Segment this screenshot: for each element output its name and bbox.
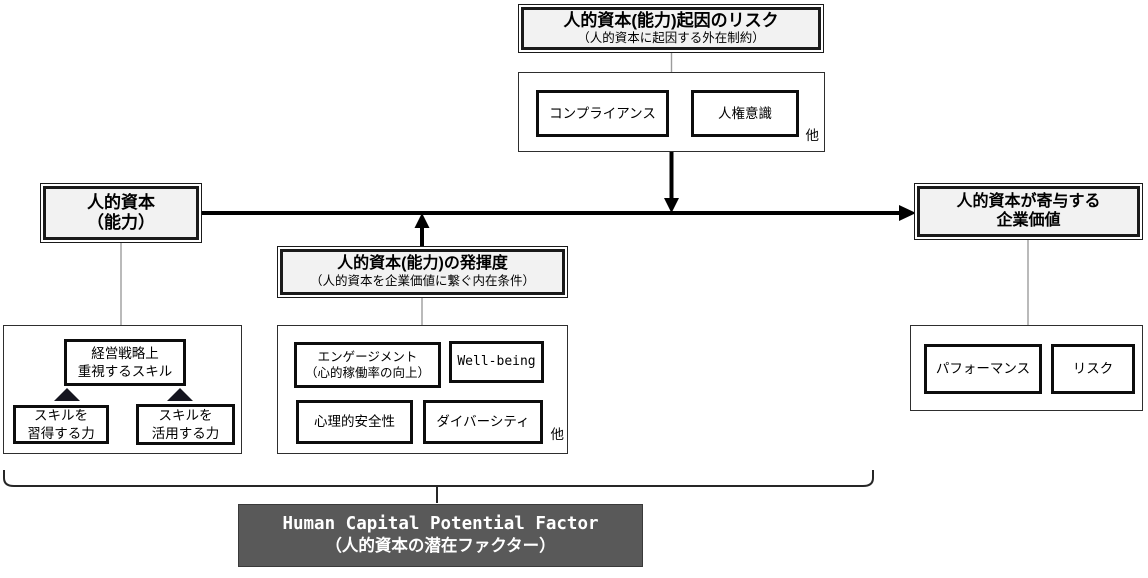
- risk-subtitle: （人的資本に起因する外在制約）: [577, 31, 765, 46]
- skills-container: 経営戦略上 重視するスキル スキルを 習得する力 スキルを 活用する力: [3, 325, 242, 454]
- leverage-title: 人的資本(能力)の発揮度: [337, 255, 508, 273]
- skill-acquire-line1: スキルを: [34, 407, 88, 423]
- outcome-risk-box: リスク: [1051, 344, 1135, 394]
- leverage-subtitle: （人的資本を企業価値に繋ぐ内在条件）: [309, 274, 535, 289]
- human-rights-box: 人権意識: [691, 90, 799, 137]
- potential-factor-line2: （人的資本の潜在ファクター）: [325, 537, 556, 556]
- diversity-label: ダイバーシティ: [436, 414, 530, 430]
- skill-utilize-line2: 活用する力: [151, 425, 220, 441]
- risk-header-box: 人的資本(能力)起因のリスク （人的資本に起因する外在制約）: [518, 4, 824, 53]
- down-arrowhead-icon: [664, 198, 679, 213]
- skill-acquire-box: スキルを 習得する力: [13, 405, 109, 444]
- corporate-value-box: 人的資本が寄与する 企業価値: [914, 183, 1143, 240]
- wellbeing-label: Well-being: [457, 353, 536, 369]
- outcome-risk-label: リスク: [1072, 361, 1114, 377]
- diversity-box: ダイバーシティ: [423, 400, 543, 444]
- strategic-skills-line1: 経営戦略上: [91, 345, 159, 361]
- up-triangle-icon: [167, 388, 193, 401]
- skill-utilize-line1: スキルを: [158, 407, 213, 423]
- wellbeing-box: Well-being: [449, 341, 544, 383]
- leverage-box: 人的資本(能力)の発揮度 （人的資本を企業価値に繋ぐ内在条件）: [277, 246, 568, 298]
- risk-items-container: コンプライアンス 人権意識 他: [518, 72, 825, 152]
- engagement-line2: （心的稼働率の向上）: [304, 366, 430, 380]
- skill-utilize-box: スキルを 活用する力: [136, 404, 235, 445]
- drivers-container: エンゲージメント （心的稼働率の向上） Well-being 心理的安全性 ダイ…: [277, 325, 568, 454]
- compliance-label: コンプライアンス: [549, 105, 656, 121]
- up-triangle-icon: [54, 388, 80, 401]
- strategic-skills-line2: 重視するスキル: [77, 363, 173, 379]
- corporate-value-line1: 人的資本が寄与する: [956, 192, 1101, 210]
- up-arrowhead-icon: [414, 213, 430, 228]
- strategic-skills-box: 経営戦略上 重視するスキル: [64, 339, 186, 386]
- performance-box: パフォーマンス: [924, 344, 1042, 394]
- skill-acquire-line2: 習得する力: [27, 425, 95, 441]
- corporate-value-line2: 企業価値: [996, 211, 1061, 229]
- risk-title: 人的資本(能力)起因のリスク: [563, 11, 779, 31]
- risk-more-label: 他: [805, 128, 820, 143]
- psychological-safety-box: 心理的安全性: [296, 400, 413, 444]
- drivers-more-label: 他: [550, 427, 565, 442]
- human-capital-line2: （能力）: [87, 213, 155, 232]
- potential-factor-box: Human Capital Potential Factor （人的資本の潜在フ…: [238, 504, 643, 567]
- potential-factor-line1: Human Capital Potential Factor: [282, 514, 599, 535]
- bottom-brace: [3, 470, 874, 503]
- human-capital-box: 人的資本 （能力）: [40, 183, 202, 243]
- psychological-safety-label: 心理的安全性: [314, 414, 395, 430]
- compliance-box: コンプライアンス: [536, 90, 669, 137]
- outcomes-container: パフォーマンス リスク: [910, 325, 1143, 411]
- human-rights-label: 人権意識: [718, 105, 772, 121]
- engagement-box: エンゲージメント （心的稼働率の向上）: [294, 342, 441, 388]
- engagement-line1: エンゲージメント: [317, 349, 418, 364]
- performance-label: パフォーマンス: [935, 361, 1031, 377]
- human-capital-line1: 人的資本: [87, 192, 155, 212]
